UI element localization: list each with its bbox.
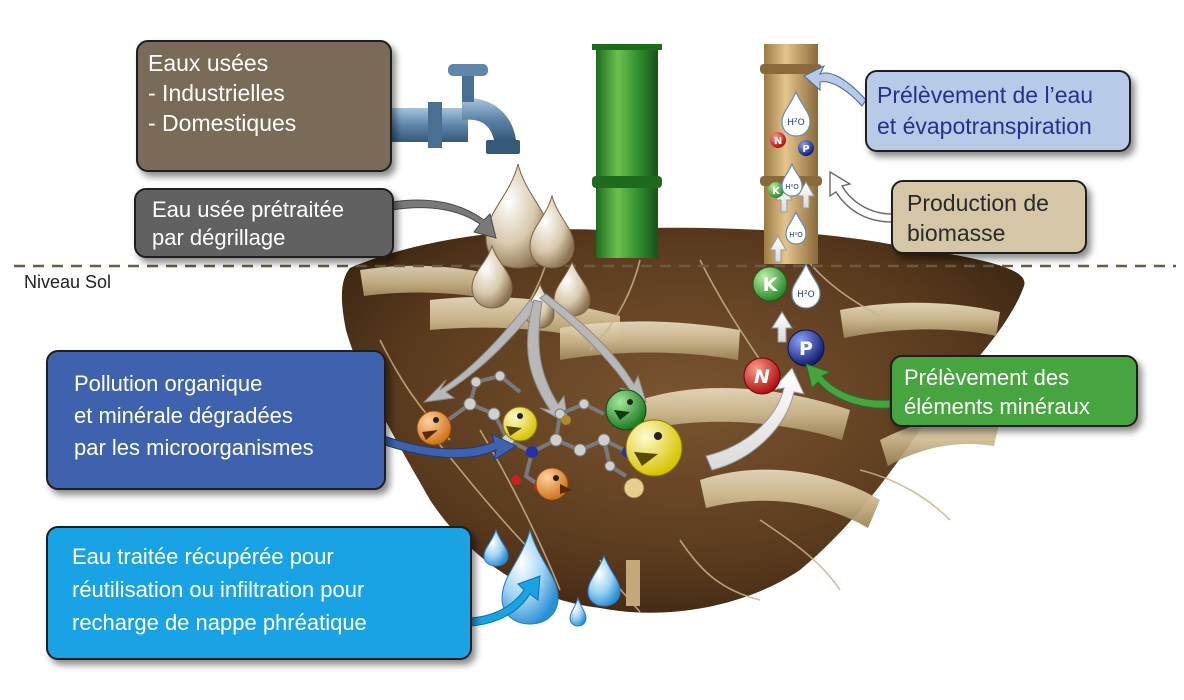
svg-text:N: N [774, 136, 782, 147]
pretreated-line-2: par dégrillage [152, 225, 286, 250]
small-k-ball: K [768, 182, 784, 198]
treated-water-line-3: recharge de nappe phréatique [72, 610, 367, 635]
treated-water-line-2: réutilisation ou infiltration pour [72, 577, 365, 602]
biomass-line-1: Production de [907, 190, 1049, 216]
ground-level-label: Niveau Sol [24, 272, 112, 292]
element-n-ball: N [743, 357, 781, 395]
water-uptake-callout: Prélèvement de l’eau et évapotranspirati… [865, 70, 1131, 152]
biomass-line-2: biomasse [907, 220, 1006, 246]
h2o-drop-stem-mid: H²O [781, 162, 803, 197]
pollution-callout: Pollution organique et minérale dégradée… [46, 350, 386, 490]
microbe-orange-bottom [535, 467, 572, 501]
water-uptake-line-1: Prélèvement de l’eau [877, 82, 1094, 108]
microorganisms [416, 389, 683, 501]
microbe-orange-left [416, 410, 452, 446]
pollution-line-2: et minérale dégradées [74, 403, 293, 428]
svg-text:H²O: H²O [785, 183, 799, 191]
pollution-arrow [381, 433, 518, 462]
uptake-arrows [705, 180, 815, 471]
water-uptake-line-2: et évapotranspiration [877, 113, 1092, 139]
h2o-drop-soil: H²O [791, 262, 821, 309]
svg-text:P: P [799, 338, 813, 360]
pollution-line-3: par les microorganismes [74, 435, 314, 460]
wastewater-domestic: - Domestiques [148, 110, 297, 136]
faucet-icon [388, 64, 520, 154]
microbe-yellow-large [625, 419, 683, 477]
svg-text:H²O: H²O [787, 118, 804, 128]
h2o-drop-stem-top: H²O [781, 90, 811, 137]
green-bamboo-stem [592, 44, 662, 258]
mineral-arrow [805, 363, 891, 409]
svg-text:H²O: H²O [789, 231, 803, 239]
pretreated-callout: Eau usée prétraitée par dégrillage [134, 188, 394, 258]
microbe-green [605, 389, 647, 431]
wastewater-industrial: - Industrielles [148, 80, 285, 106]
element-p-ball: P [787, 329, 825, 367]
biomass-arrow [829, 170, 893, 223]
svg-text:N: N [754, 366, 770, 388]
wastewater-title: Eaux usées [148, 50, 269, 76]
treated-arrow [469, 575, 541, 627]
mineral-uptake-line-2: éléments minéraux [904, 394, 1090, 419]
svg-text:P: P [802, 144, 809, 155]
treated-water-callout: Eau traitée récupérée pour réutilisation… [46, 526, 472, 660]
biomass-callout: Production de biomasse [891, 180, 1087, 254]
wastewater-callout: Eaux usées - Industrielles - Domestiques [136, 40, 392, 172]
treated-water-line-1: Eau traitée récupérée pour [72, 544, 334, 569]
h2o-drop-stem-low: H²O [785, 210, 807, 245]
small-p-ball: P [798, 140, 814, 156]
pretreated-line-1: Eau usée prétraitée [152, 197, 345, 222]
svg-text:K: K [763, 274, 779, 296]
pretreated-arrow [391, 199, 497, 239]
uptake-water-arrow [803, 64, 867, 107]
element-k-ball: K [752, 266, 788, 302]
mineral-uptake-line-1: Prélèvement des [904, 365, 1070, 390]
svg-text:H²O: H²O [797, 290, 814, 300]
pollution-line-1: Pollution organique [74, 371, 263, 396]
small-n-ball: N [770, 132, 786, 148]
svg-text:K: K [772, 186, 781, 197]
microbe-yellow-small [502, 406, 538, 442]
mineral-uptake-callout: Prélèvement des éléments minéraux [890, 355, 1138, 427]
